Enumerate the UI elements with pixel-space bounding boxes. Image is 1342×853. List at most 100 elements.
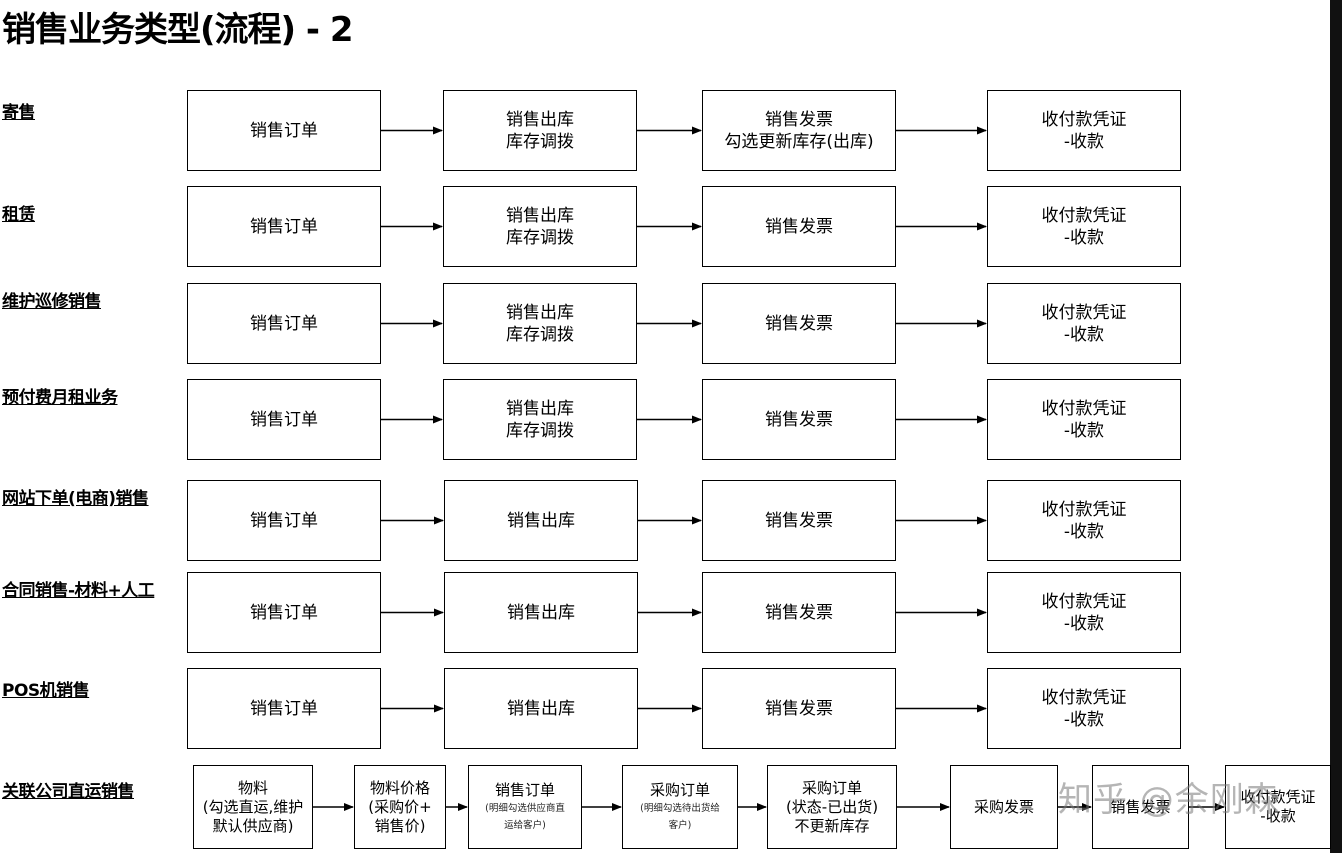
row-label: 寄售 (2, 103, 36, 123)
flow-step-box: 销售出库库存调拨 (443, 379, 637, 460)
flow-step-text: 不更新库存 (794, 816, 870, 835)
flow-step-text: 销售订单 (494, 780, 555, 799)
flow-step-box: 收付款凭证-收款 (1225, 765, 1331, 849)
flow-step-box: 销售出库 (444, 572, 638, 653)
row-label: 合同销售-材料+人工 (2, 581, 155, 601)
flow-step-text: 销售发票 (765, 510, 833, 531)
flow-step-text: -收款 (1063, 324, 1105, 345)
flow-step-text: 销售订单 (250, 602, 318, 623)
flow-step-box: 物料价格(采购价+销售价) (354, 765, 446, 849)
flow-step-text: 物料价格 (369, 778, 430, 797)
page-title: 销售业务类型(流程) - 2 (2, 10, 354, 50)
flow-step-box: 物料(勾选直运,维护默认供应商) (193, 765, 313, 849)
flow-step-box: 销售发票 (702, 283, 896, 364)
flow-step-text: 销售发票 (765, 602, 833, 623)
flow-step-box: 销售出库 (444, 480, 638, 561)
flow-step-text: -收款 (1063, 227, 1105, 248)
flow-step-text: 收付款凭证 (1041, 205, 1127, 226)
flow-step-box: 销售出库库存调拨 (443, 186, 637, 267)
flow-step-box: 销售发票勾选更新库存(出库) (702, 90, 896, 171)
flow-step-box: 销售发票 (702, 480, 896, 561)
flow-step-text: 销售订单 (250, 698, 318, 719)
flow-step-text: -收款 (1063, 613, 1105, 634)
flow-step-text: -收款 (1063, 420, 1105, 441)
flow-step-text: 销售订单 (250, 313, 318, 334)
flow-step-box: 收付款凭证-收款 (987, 186, 1181, 267)
flow-step-text: 销售出库 (506, 109, 574, 130)
flow-step-text: 收付款凭证 (1041, 687, 1127, 708)
flow-step-box: 销售发票 (702, 572, 896, 653)
flow-step-text: 收付款凭证 (1041, 109, 1127, 130)
flow-step-text: 收付款凭证 (1041, 499, 1127, 520)
flow-step-text: 库存调拨 (506, 131, 574, 152)
flow-step-box: 销售订单 (187, 186, 381, 267)
flow-step-text: (勾选直运,维护 (202, 797, 304, 816)
flow-step-text: (采购价+ (368, 797, 432, 816)
flow-step-text: 销售发票 (765, 216, 833, 237)
flow-step-text: 采购发票 (973, 797, 1034, 816)
flow-step-box: 销售出库 (444, 668, 638, 749)
flow-step-box: 销售出库库存调拨 (443, 90, 637, 171)
flow-step-text: 采购订单 (801, 778, 862, 797)
flow-step-box: 销售订单 (187, 90, 381, 171)
flow-step-text: 销售出库 (507, 510, 575, 531)
flow-step-text: 收付款凭证 (1041, 302, 1127, 323)
flow-step-text: 销售订单 (250, 409, 318, 430)
flow-step-text: 库存调拨 (506, 420, 574, 441)
flow-step-box: 销售发票 (702, 186, 896, 267)
flow-step-text: -收款 (1063, 521, 1105, 542)
flow-step-note: (明细勾选供应商直 (485, 802, 565, 814)
flow-step-text: 销售出库 (506, 398, 574, 419)
flow-step-text: 销售订单 (250, 510, 318, 531)
flow-step-box: 销售订单 (明细勾选供应商直运给客户) (468, 765, 582, 849)
flow-step-box: 销售订单 (187, 480, 381, 561)
row-label: 预付费月租业务 (2, 388, 118, 408)
flow-step-text: 默认供应商) (212, 816, 294, 835)
flow-step-box: 销售订单 (187, 283, 381, 364)
row-label: POS机销售 (2, 681, 90, 701)
flow-step-text: 销售发票 (765, 698, 833, 719)
flow-step-box: 收付款凭证-收款 (987, 480, 1181, 561)
flow-step-text: 销售发票 (1110, 797, 1171, 816)
flow-step-text: 收付款凭证 (1240, 788, 1316, 806)
flow-step-text: 销售出库 (506, 205, 574, 226)
flow-step-text: 销售出库 (506, 302, 574, 323)
flow-step-box: 收付款凭证-收款 (987, 379, 1181, 460)
flow-step-box: 收付款凭证-收款 (987, 572, 1181, 653)
flow-step-box: 采购订单(状态-已出货)不更新库存 (767, 765, 897, 849)
flow-step-text: 销售发票 (765, 313, 833, 334)
flow-step-text: 采购订单 (649, 780, 710, 799)
flow-step-box: 采购发票 (950, 765, 1058, 849)
flow-step-text: 库存调拨 (506, 324, 574, 345)
flow-step-note: 客户) (668, 819, 692, 831)
row-label: 租赁 (2, 205, 36, 225)
flow-step-text: -收款 (1063, 131, 1105, 152)
flow-step-box: 采购订单 (明细勾选待出货给客户) (622, 765, 738, 849)
flow-step-box: 销售发票 (702, 379, 896, 460)
flow-step-text: 销售发票 (765, 109, 833, 130)
flow-step-box: 收付款凭证-收款 (987, 90, 1181, 171)
flow-step-note: 运给客户) (504, 819, 546, 831)
flow-step-text: 库存调拨 (506, 227, 574, 248)
flow-step-note: (明细勾选待出货给 (640, 802, 720, 814)
flow-step-text: 销售出库 (507, 602, 575, 623)
flow-step-text: 勾选更新库存(出库) (724, 131, 874, 152)
flow-step-text: -收款 (1260, 807, 1296, 825)
flow-step-box: 销售发票 (702, 668, 896, 749)
flow-step-box: 销售发票 (1092, 765, 1189, 849)
row-label: 关联公司直运销售 (2, 782, 135, 802)
row-label: 网站下单(电商)销售 (2, 489, 149, 509)
flow-step-box: 销售订单 (187, 668, 381, 749)
flow-step-box: 销售订单 (187, 572, 381, 653)
flow-step-box: 销售订单 (187, 379, 381, 460)
flow-step-text: -收款 (1063, 709, 1105, 730)
flow-step-text: 销售订单 (250, 120, 318, 141)
flow-step-text: (状态-已出货) (785, 797, 879, 816)
flow-step-text: 收付款凭证 (1041, 398, 1127, 419)
row-label: 维护巡修销售 (2, 292, 102, 312)
flow-step-text: 销售发票 (765, 409, 833, 430)
flow-step-text: 销售出库 (507, 698, 575, 719)
flow-step-text: 收付款凭证 (1041, 591, 1127, 612)
